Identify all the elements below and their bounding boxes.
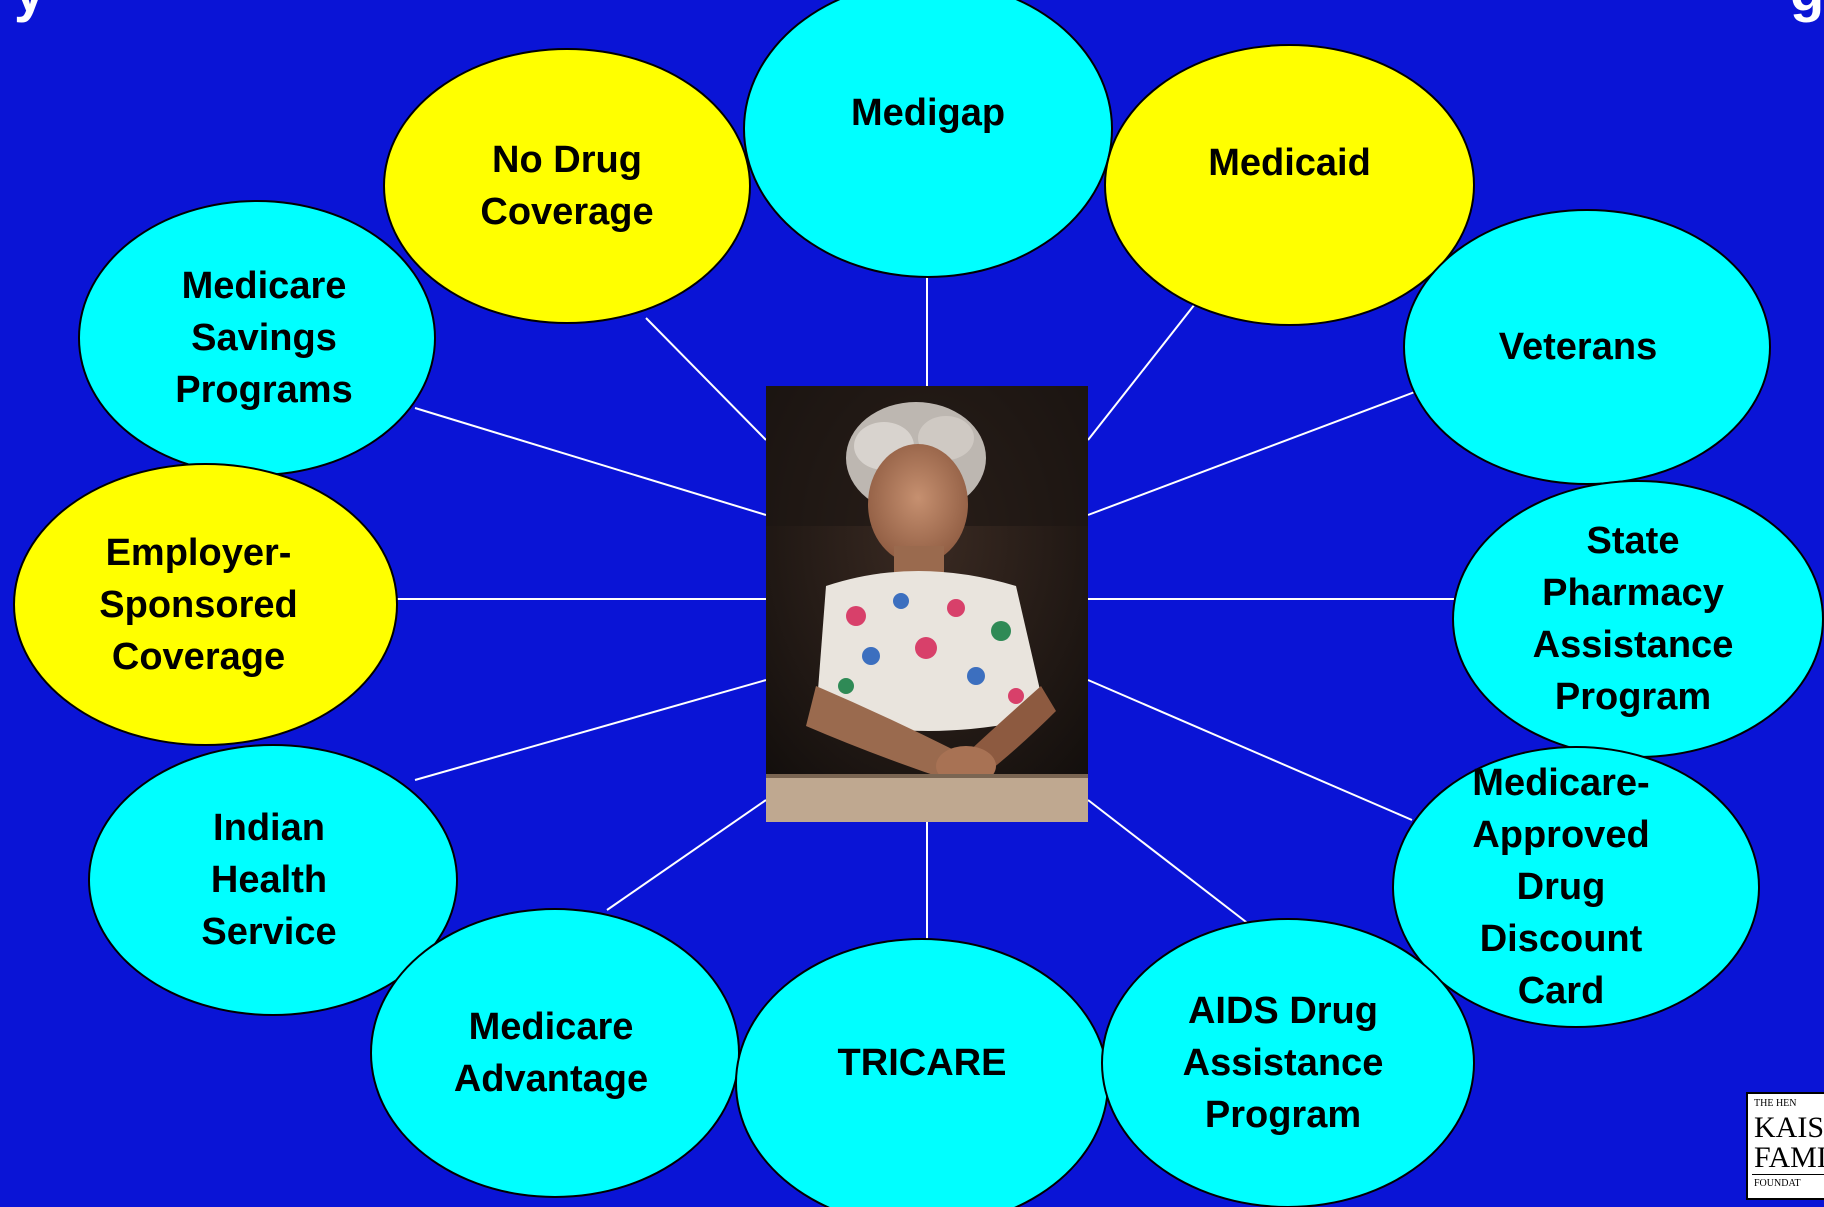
node-label-medicare-approved-drug-discount-card: Medicare- Approved Drug Discount Card	[1472, 762, 1650, 1012]
node-state-pharmacy-assistance-program: State Pharmacy Assistance Program	[1452, 480, 1824, 758]
node-employer-sponsored-coverage: Employer- Sponsored Coverage	[13, 463, 398, 746]
node-label-no-drug-coverage: No Drug Coverage	[480, 139, 654, 233]
node-label-employer-sponsored-coverage: Employer- Sponsored Coverage	[99, 531, 298, 678]
node-label-medicare-advantage: Medicare Advantage	[453, 1006, 649, 1100]
node-label-veterans: Veterans	[1498, 326, 1658, 368]
logo-rule	[1752, 1174, 1824, 1175]
connector-veterans	[1087, 389, 1421, 516]
node-indian-health-service: Indian Health Service	[88, 744, 458, 1016]
node-label-tricare: TRICARE	[837, 1042, 1007, 1084]
node-tricare: TRICARE	[735, 938, 1109, 1207]
connector-aids-drug-assistance	[1087, 799, 1251, 926]
connector-medicaid	[1087, 289, 1207, 441]
title-fragment: y g	[0, 0, 1824, 22]
connector-medicare-savings-programs	[414, 407, 767, 516]
node-label-medicare-savings-programs: Medicare Savings Programs	[175, 265, 353, 411]
logo-line-3: FAMI	[1754, 1141, 1824, 1174]
center-photo	[766, 386, 1088, 822]
node-label-medigap: Medigap	[850, 92, 1006, 134]
connector-medicare-advantage	[606, 799, 767, 911]
node-label-medicaid: Medicaid	[1208, 142, 1371, 184]
title-fragment-left: y	[14, 0, 45, 22]
node-medicare-advantage: Medicare Advantage	[370, 908, 740, 1198]
connector-discount-card	[1087, 679, 1413, 821]
logo-line-2: KAIS	[1754, 1111, 1824, 1144]
node-label-state-pharmacy-assistance-program: State Pharmacy Assistance Program	[1532, 520, 1734, 718]
connector-indian-health-service	[414, 679, 767, 781]
logo-line-1: THE HEN	[1754, 1098, 1797, 1109]
node-medicare-approved-drug-discount-card: Medicare- Approved Drug Discount Card	[1392, 746, 1760, 1028]
kaiser-family-foundation-logo: THE HEN KAIS FAMI FOUNDAT	[1746, 1092, 1824, 1200]
node-medigap: Medigap	[743, 0, 1113, 278]
node-no-drug-coverage: No Drug Coverage	[383, 48, 751, 324]
node-label-indian-health-service: Indian Health Service	[201, 807, 337, 953]
connector-no-drug-coverage	[645, 317, 767, 441]
title-fragment-right: g	[1790, 0, 1824, 22]
logo-line-4: FOUNDAT	[1754, 1178, 1801, 1189]
portrait-image	[766, 386, 1088, 822]
node-aids-drug-assistance-program: AIDS Drug Assistance Program	[1101, 918, 1475, 1207]
node-medicaid: Medicaid	[1104, 44, 1475, 326]
node-veterans: Veterans	[1403, 209, 1771, 485]
node-medicare-savings-programs: Medicare Savings Programs	[78, 200, 436, 476]
node-label-aids-drug-assistance-program: AIDS Drug Assistance Program	[1182, 990, 1384, 1136]
